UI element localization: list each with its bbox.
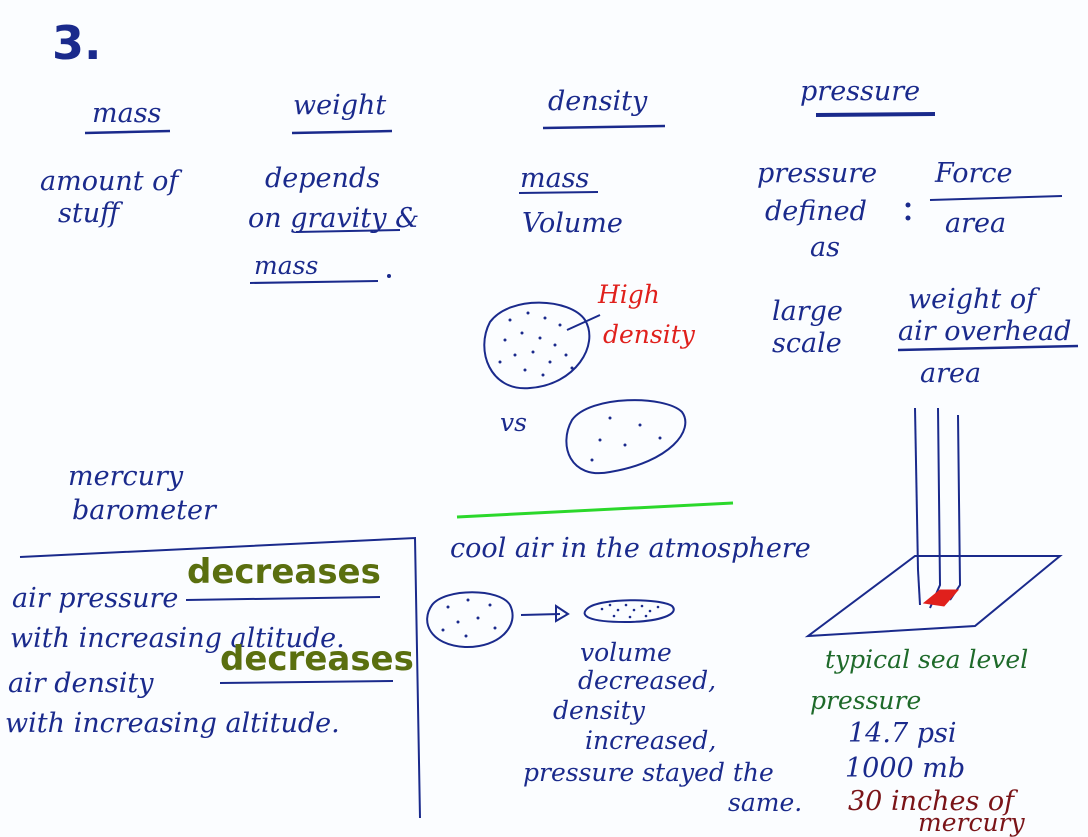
cool-air-blob-after bbox=[583, 599, 675, 624]
sea-level-mb: 1000 mb bbox=[845, 753, 966, 784]
mass-underline bbox=[84, 129, 171, 135]
pressure-fraction-bar bbox=[929, 195, 1063, 201]
air-underline bbox=[897, 344, 1079, 352]
large-scale-num-line1: weight of bbox=[908, 284, 1037, 315]
cool-air-heading: cool air in the atmosphere bbox=[450, 533, 811, 564]
high-label-line2: density bbox=[603, 320, 695, 349]
cool-result-6: same. bbox=[728, 788, 803, 817]
box-line2: with increasing altitude. bbox=[10, 623, 345, 654]
pressure-underline bbox=[815, 112, 936, 117]
density-mass-underline bbox=[518, 191, 599, 194]
pressure-denominator: area bbox=[945, 208, 1007, 239]
cool-result-4: increased, bbox=[585, 726, 717, 755]
pressure-numerator: Force bbox=[935, 158, 1013, 189]
large-scale-line2: scale bbox=[772, 328, 842, 359]
heading-mass: mass bbox=[92, 98, 162, 129]
large-scale-num-line2: air overhead bbox=[898, 316, 1072, 347]
box-line1-b: decreases bbox=[187, 552, 381, 592]
sea-level-title-1: typical sea level bbox=[825, 645, 1029, 674]
large-scale-line1: large bbox=[772, 296, 843, 327]
weight-def-line3: mass bbox=[254, 251, 319, 280]
weight-underline bbox=[291, 129, 393, 135]
cool-result-1: volume bbox=[580, 638, 672, 667]
sea-level-psi: 14.7 psi bbox=[848, 718, 957, 749]
box-line4: with increasing altitude. bbox=[5, 708, 340, 739]
arrow bbox=[520, 613, 561, 616]
problem-number: 3. bbox=[52, 16, 102, 70]
sea-level-inches: 30 inches of bbox=[848, 786, 1015, 817]
density-underline bbox=[542, 124, 666, 130]
gravity-underline bbox=[295, 229, 401, 233]
box-line1-a: air pressure bbox=[12, 583, 179, 614]
pressure-label-line2: defined bbox=[765, 196, 867, 227]
weight-def-line2: on gravity & bbox=[248, 203, 420, 234]
density-numerator: mass bbox=[520, 163, 590, 194]
mercury-label: mercury bbox=[68, 461, 184, 492]
high-density-dots bbox=[498, 311, 574, 377]
cool-result-3: density bbox=[553, 696, 645, 725]
heading-density: density bbox=[548, 86, 648, 117]
heading-weight: weight bbox=[293, 90, 387, 121]
weight-mass-underline bbox=[249, 280, 379, 284]
low-density-dots bbox=[590, 416, 662, 462]
box-line3-a: air density bbox=[8, 668, 154, 699]
sea-level-title-2: pressure bbox=[810, 686, 922, 715]
cool-result-5: pressure stayed the bbox=[523, 758, 774, 787]
weight-def-line1: depends bbox=[265, 163, 381, 194]
density-denominator: Volume bbox=[522, 208, 623, 239]
vs-label: vs bbox=[500, 408, 527, 437]
barometer-label: barometer bbox=[72, 495, 216, 526]
high-density-blob bbox=[483, 301, 591, 390]
large-scale-denominator: area bbox=[920, 358, 982, 389]
high-label-line1: High bbox=[598, 280, 660, 309]
pressure-label-line1: pressure bbox=[757, 158, 878, 189]
cool-result-2: decreased, bbox=[578, 666, 717, 695]
weight-period bbox=[387, 274, 391, 278]
heading-pressure: pressure bbox=[800, 76, 921, 107]
mercury-fill bbox=[922, 589, 960, 607]
cool-air-blob-before bbox=[426, 591, 514, 649]
sea-level-mercury: mercury bbox=[918, 808, 1025, 837]
low-density-blob bbox=[565, 399, 687, 475]
mass-def-line2: stuff bbox=[58, 198, 120, 229]
info-box bbox=[19, 536, 421, 819]
box-line3-b: decreases bbox=[220, 639, 414, 679]
green-divider bbox=[456, 501, 734, 519]
pressure-label-line3: as bbox=[810, 232, 840, 263]
mass-def-line1: amount of bbox=[40, 166, 179, 197]
